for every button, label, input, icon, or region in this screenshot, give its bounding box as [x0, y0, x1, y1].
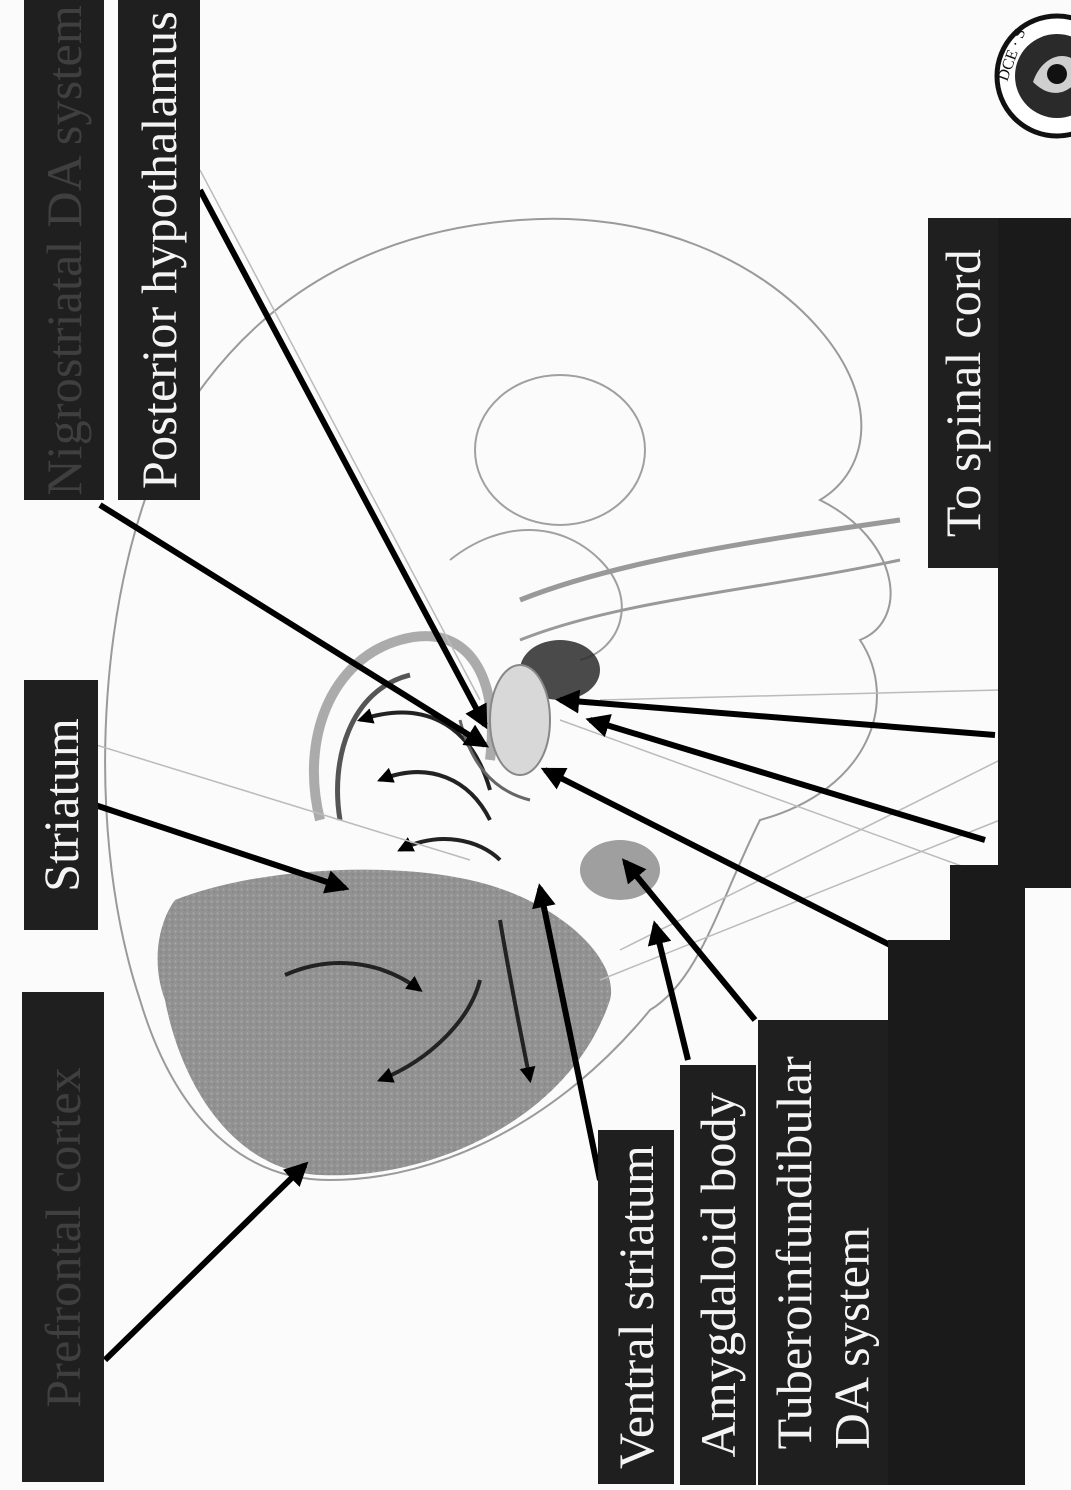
label-box-lower-b: [950, 865, 1025, 1485]
label-ventral-striatum: Ventral striatum: [598, 1130, 674, 1484]
label-to-spinal-cord: To spinal cord: [928, 218, 998, 568]
arrow-posterior-hypothalamus: [200, 190, 485, 725]
label-cortex: Prefrontal cortex: [22, 992, 104, 1482]
arrow-amygdaloid-body: [655, 925, 688, 1060]
label-tuberoinfundibular: Tuberoinfundibular DA system: [758, 1020, 888, 1485]
seal-emblem: DCE · S: [993, 12, 1071, 140]
arrow-nigrostriatal: [100, 505, 485, 745]
label-posterior-hypothalamus: Posterior hypothalamus: [118, 0, 200, 500]
arrow-cortex: [105, 1165, 305, 1360]
label-box-right: [998, 218, 1071, 888]
arrow-striatum: [80, 800, 345, 888]
tuberoinfundibular-text: Tuberoinfundibular DA system: [766, 1056, 881, 1449]
label-striatum: Striatum: [24, 680, 98, 930]
arrow-tuberoinfundibular: [625, 862, 755, 1020]
label-amygdaloid-body: Amygdaloid body: [680, 1065, 756, 1485]
label-nigrostriatal: Nigrostriatal DA system: [24, 0, 104, 500]
